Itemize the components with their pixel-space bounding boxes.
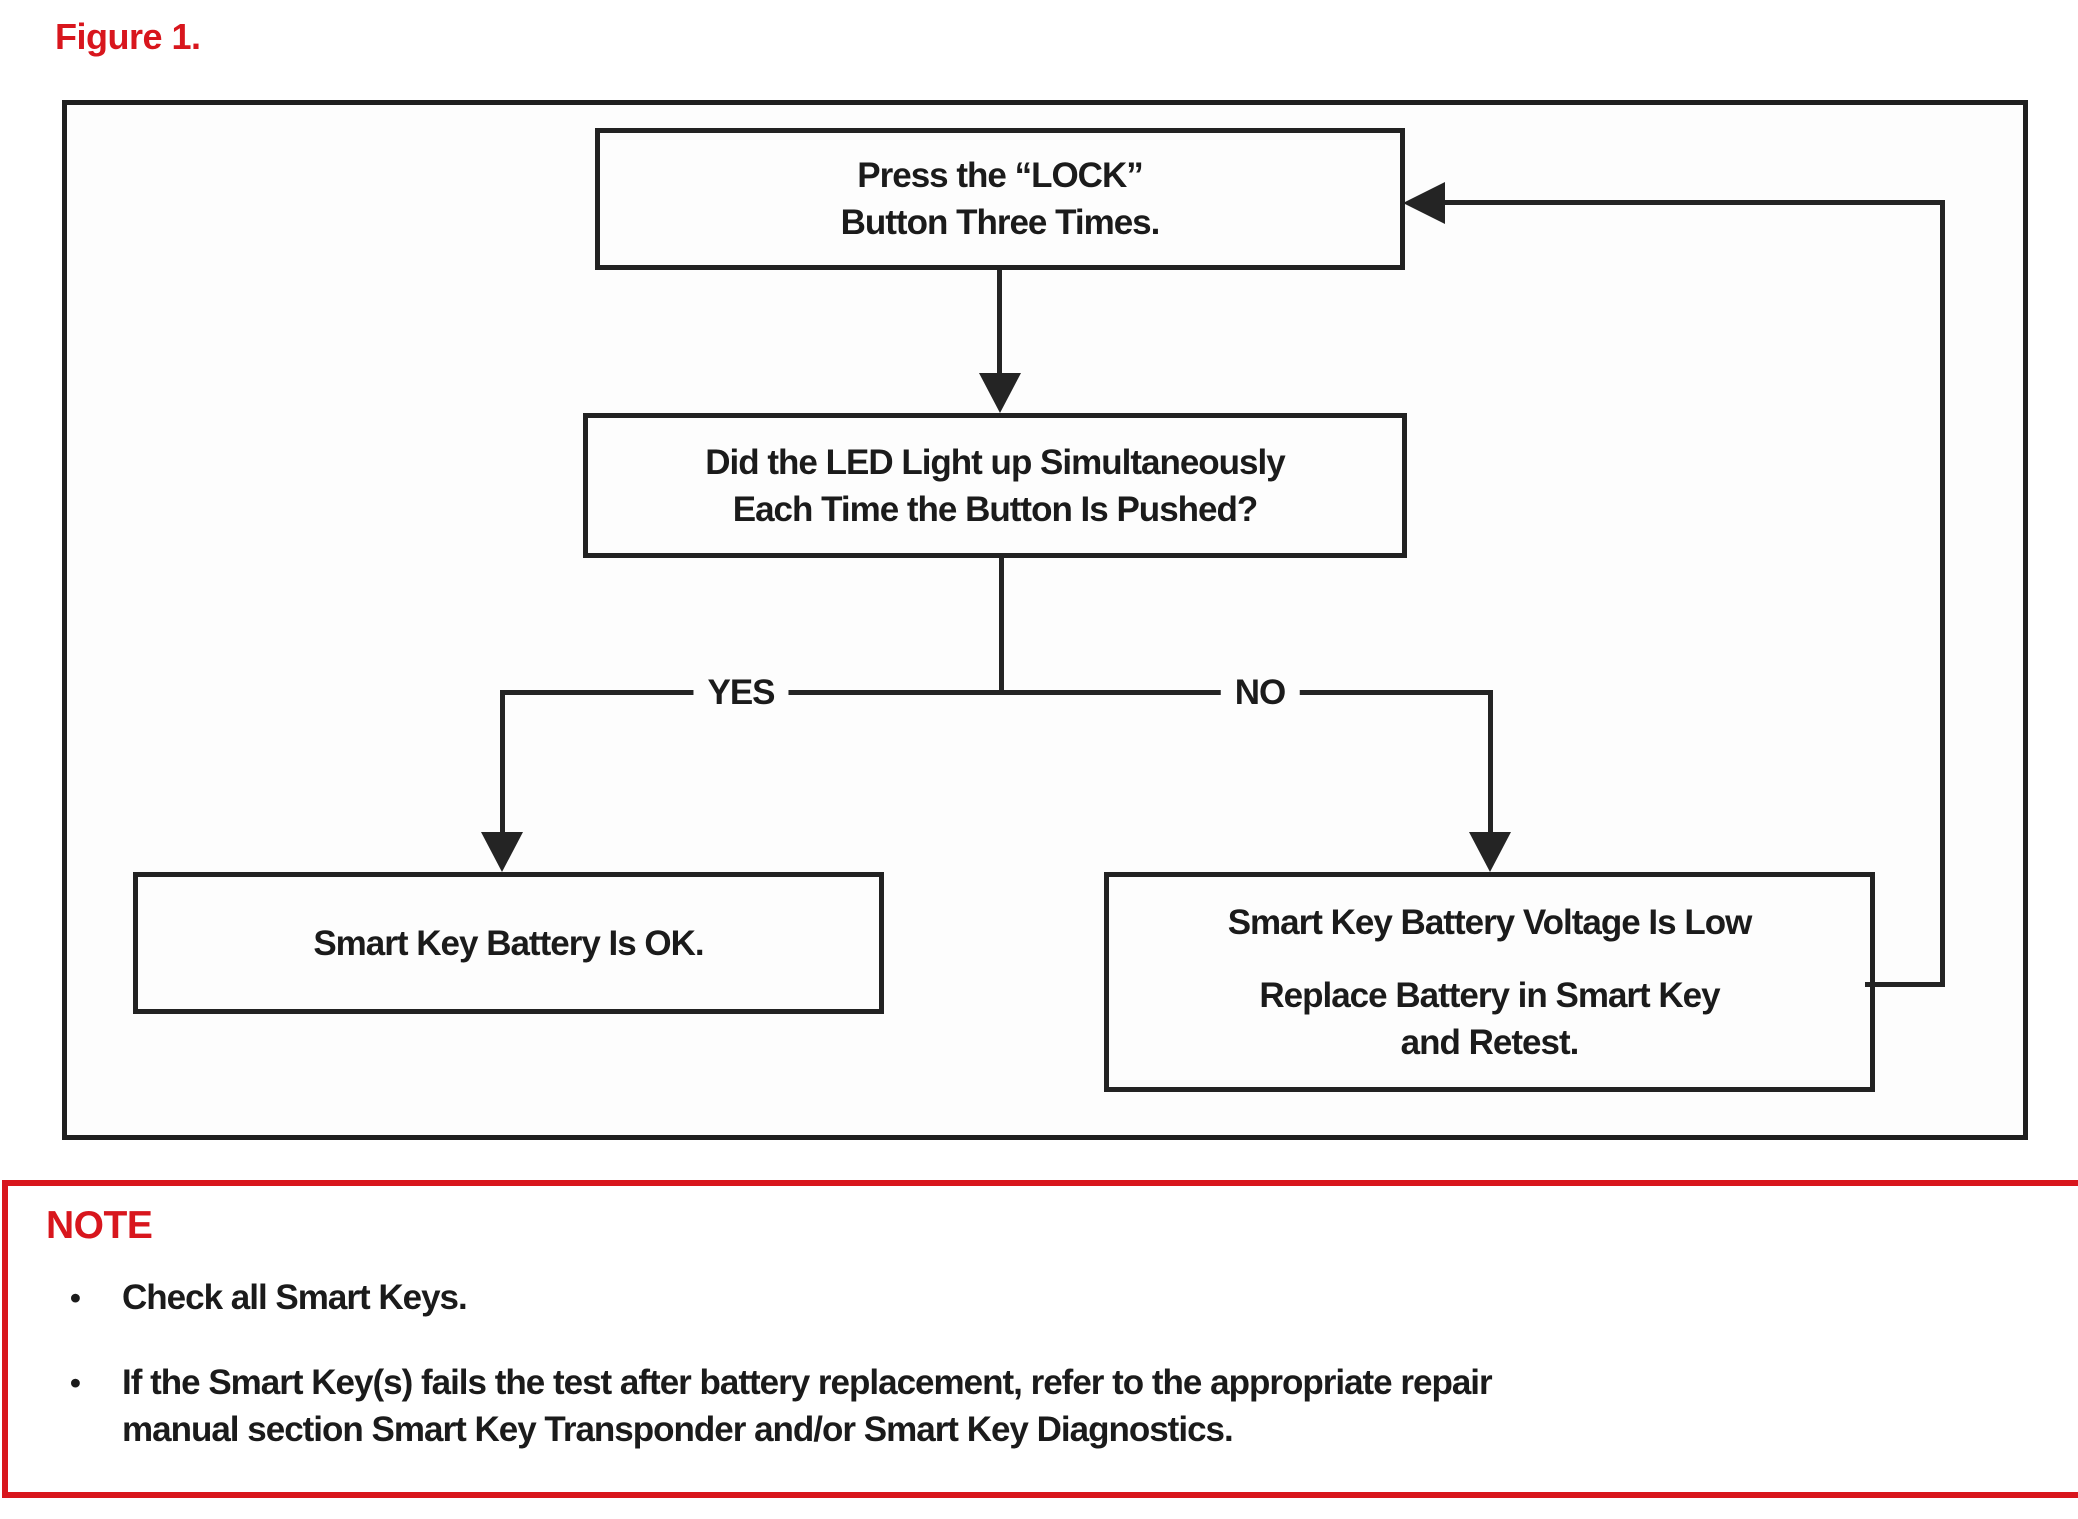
flow-node-led-question-line1: Did the LED Light up Simultaneously xyxy=(705,442,1285,482)
branch-label-yes: YES xyxy=(693,673,789,713)
flow-node-press-lock: Press the “LOCK” Button Three Times. xyxy=(595,128,1405,270)
arrow-down-into-battery-ok-icon xyxy=(481,832,523,872)
note-bullet-2: • If the Smart Key(s) fails the test aft… xyxy=(46,1359,2062,1453)
flow-node-battery-low: Smart Key Battery Voltage Is Low Replace… xyxy=(1104,872,1875,1092)
note-bullet-1: • Check all Smart Keys. xyxy=(46,1274,2062,1321)
flow-node-press-lock-line2: Button Three Times. xyxy=(840,203,1161,242)
figure-caption: Figure 1. xyxy=(55,16,201,57)
connector-feedback-return xyxy=(1445,200,1945,205)
note-bullet-1-text: Check all Smart Keys. xyxy=(122,1278,468,1317)
flow-node-battery-ok: Smart Key Battery Is OK. xyxy=(133,872,884,1014)
note-bullet-2-line2: manual section Smart Key Transponder and… xyxy=(122,1410,1234,1449)
note-bullet-2-line1: If the Smart Key(s) fails the test after… xyxy=(122,1363,1493,1402)
connector-feedback-exit xyxy=(1865,982,1945,987)
connector-top-to-question xyxy=(997,270,1002,375)
branch-label-no: NO xyxy=(1220,673,1300,713)
arrow-down-into-battery-low-icon xyxy=(1469,832,1511,872)
connector-feedback-vertical xyxy=(1940,200,1945,987)
note-bullet-2-text: If the Smart Key(s) fails the test after… xyxy=(122,1359,1493,1453)
flow-node-battery-low-line1: Smart Key Battery Voltage Is Low xyxy=(1227,902,1753,942)
connector-branch-horizontal xyxy=(504,690,1492,695)
connector-no-drop xyxy=(1488,690,1493,836)
flow-node-press-lock-line1: Press the “LOCK” xyxy=(857,156,1143,195)
bullet-dot-icon: • xyxy=(70,1280,81,1315)
flowchart-frame: Press the “LOCK” Button Three Times. Did… xyxy=(62,100,2028,1140)
arrow-left-into-press-lock-icon xyxy=(1403,182,1445,224)
connector-yes-drop xyxy=(500,690,505,836)
connector-question-to-branch xyxy=(999,558,1004,695)
flow-node-led-question: Did the LED Light up Simultaneously Each… xyxy=(583,413,1407,558)
bullet-dot-icon: • xyxy=(70,1365,81,1400)
flow-node-battery-low-line3: and Retest. xyxy=(1400,1022,1580,1062)
flow-node-battery-low-line2: Replace Battery in Smart Key xyxy=(1259,975,1720,1015)
note-title: NOTE xyxy=(46,1204,153,1247)
note-callout: NOTE • Check all Smart Keys. • If the Sm… xyxy=(2,1180,2078,1498)
arrow-down-into-question-icon xyxy=(979,373,1021,413)
flow-node-battery-ok-line1: Smart Key Battery Is OK. xyxy=(313,923,704,963)
flow-node-led-question-line2: Each Time the Button Is Pushed? xyxy=(732,489,1259,529)
